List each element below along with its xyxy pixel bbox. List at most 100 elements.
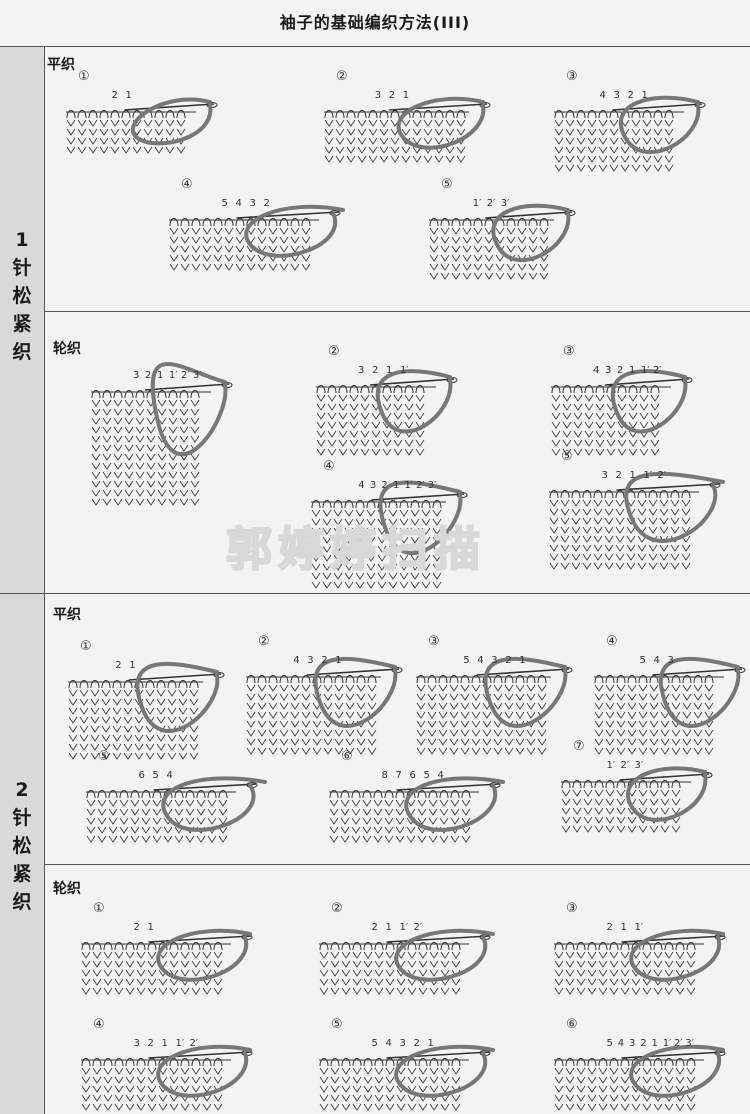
stitch-loop xyxy=(653,942,663,951)
stitch xyxy=(363,1103,373,1111)
stitch xyxy=(146,489,156,497)
stitch xyxy=(112,734,122,742)
stitch-mark: 2′ xyxy=(674,1038,683,1049)
stitch xyxy=(124,453,134,461)
stitch xyxy=(438,684,448,692)
stitch xyxy=(653,1103,663,1111)
stitch xyxy=(565,119,575,127)
stitch xyxy=(609,1094,619,1102)
stitch xyxy=(167,716,177,724)
stitch xyxy=(135,417,145,425)
stitch-loop xyxy=(440,1058,450,1067)
stitch xyxy=(301,254,311,262)
stitch xyxy=(537,693,547,701)
stitch xyxy=(649,702,659,710)
stitch xyxy=(257,227,267,235)
stitch xyxy=(213,263,223,271)
stitch xyxy=(134,734,144,742)
stitch xyxy=(323,738,333,746)
stitch-loop xyxy=(412,110,422,119)
stitch xyxy=(224,236,234,244)
stitch xyxy=(246,254,256,262)
stitch xyxy=(145,743,155,751)
stitch xyxy=(114,987,124,995)
stitch xyxy=(576,1085,586,1093)
stitch xyxy=(399,536,409,544)
stitch xyxy=(451,254,461,262)
stitch xyxy=(345,738,355,746)
stitch xyxy=(123,716,133,724)
stitch xyxy=(438,711,448,719)
stitch xyxy=(154,128,164,136)
stitch xyxy=(410,509,420,517)
stitch-mark: 1 xyxy=(386,365,392,376)
stitch xyxy=(583,825,593,833)
stitch xyxy=(110,146,120,154)
stitch xyxy=(366,545,376,553)
stitch xyxy=(68,734,78,742)
subsection-label: 平织 xyxy=(47,57,75,73)
stitch xyxy=(344,509,354,517)
step-number: ④ xyxy=(323,459,335,474)
stitch xyxy=(627,720,637,728)
stitch xyxy=(565,137,575,145)
stitch xyxy=(99,128,109,136)
stitch xyxy=(191,1085,201,1093)
stitch xyxy=(366,527,376,535)
stitch xyxy=(108,808,118,816)
stitch xyxy=(157,444,167,452)
stitch xyxy=(649,720,659,728)
stitch xyxy=(451,263,461,271)
stitch-loop xyxy=(434,110,444,119)
stitch xyxy=(338,394,348,402)
stitch xyxy=(417,799,427,807)
stitch-loop xyxy=(290,218,300,227)
stitch xyxy=(639,448,649,456)
stitch xyxy=(384,808,394,816)
stitch xyxy=(334,747,344,755)
stitch xyxy=(374,951,384,959)
stitch-loop xyxy=(185,790,195,799)
stitch xyxy=(81,978,91,986)
stitch xyxy=(396,1094,406,1102)
stitch-loop xyxy=(517,218,527,227)
stitch xyxy=(190,417,200,425)
stitch xyxy=(346,119,356,127)
stitch xyxy=(110,119,120,127)
yarn xyxy=(135,661,220,733)
stitch-loop xyxy=(191,1058,201,1067)
stitch xyxy=(99,119,109,127)
stitch xyxy=(382,394,392,402)
stitch xyxy=(471,702,481,710)
stitch xyxy=(449,702,459,710)
stitch xyxy=(404,421,414,429)
stitch xyxy=(515,747,525,755)
stitch xyxy=(66,137,76,145)
stitch xyxy=(604,526,614,534)
stitch xyxy=(604,499,614,507)
stitch xyxy=(561,789,571,797)
stitch xyxy=(659,508,669,516)
stitch xyxy=(377,554,387,562)
stitch xyxy=(190,435,200,443)
stitch xyxy=(583,798,593,806)
stitch xyxy=(573,448,583,456)
stitch xyxy=(374,969,384,977)
stitch-loop xyxy=(598,110,608,119)
stitch-loop xyxy=(686,1058,696,1067)
stitch xyxy=(371,439,381,447)
stitch xyxy=(90,689,100,697)
stitch xyxy=(134,725,144,733)
stitch xyxy=(360,412,370,420)
section-label-char: 1 xyxy=(15,229,29,251)
stitch xyxy=(351,826,361,834)
stitch xyxy=(340,808,350,816)
stitch xyxy=(97,808,107,816)
stitch xyxy=(167,689,177,697)
stitch xyxy=(124,498,134,506)
stitch xyxy=(141,826,151,834)
stitch xyxy=(460,729,470,737)
stitch xyxy=(323,747,333,755)
